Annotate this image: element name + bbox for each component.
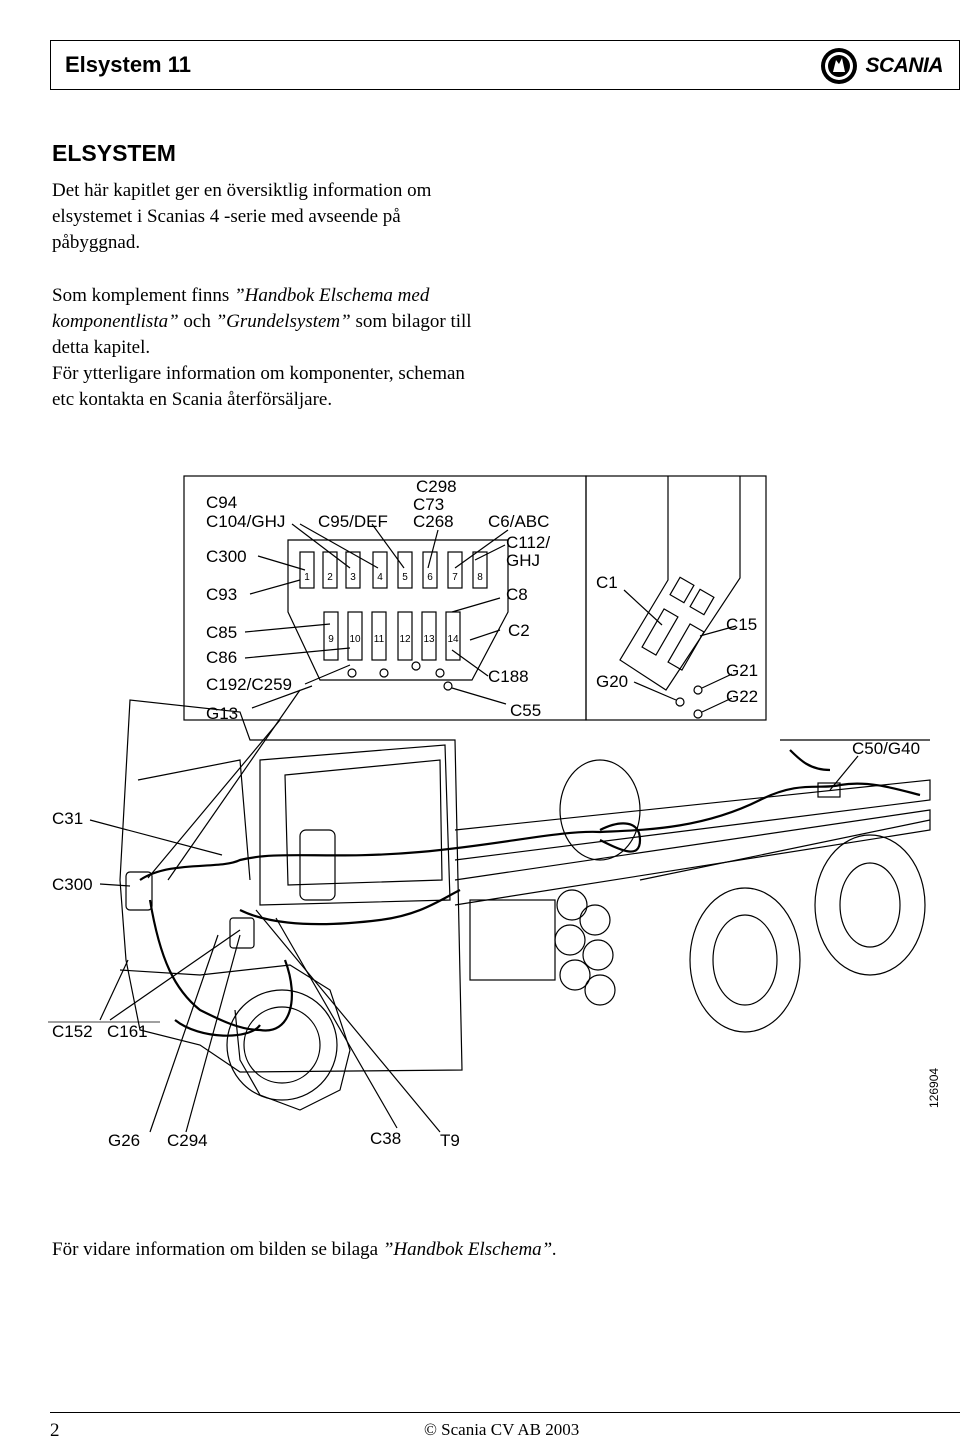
fuse-label: C268	[413, 512, 454, 531]
relay-number: 5	[402, 572, 408, 583]
supplement-prefix: Som komplement finns	[52, 285, 235, 306]
relay-number: 1	[304, 572, 310, 583]
connector-label: T9	[440, 1131, 460, 1150]
relay-number: 2	[327, 572, 333, 583]
truck-labels: C50/G40 C31 C300 C152 C161 G26 C294 C38 …	[52, 739, 920, 1150]
fuse-panel-outline	[287, 539, 509, 681]
relay-number: 10	[349, 634, 361, 645]
connector-label: C38	[370, 1129, 401, 1148]
fuse-label: C94	[206, 493, 237, 512]
truck-chassis	[454, 759, 931, 1033]
scania-wordmark: SCANIA	[865, 54, 943, 77]
relay-number: 8	[477, 572, 483, 583]
supplement-ref-grundelsystem: ”Grundelsystem”	[215, 311, 351, 332]
relay-number: 12	[399, 634, 411, 645]
intro-paragraph: Det här kapitlet ger en översiktlig info…	[52, 180, 432, 253]
fuse-label: C6/ABC	[488, 512, 549, 531]
truck-cab-outline	[119, 699, 463, 1111]
fuse-label: G13	[206, 704, 238, 723]
relay-numbers-bottom: 9 10 11 12 13 14	[328, 634, 459, 645]
connector-label: C152	[52, 1022, 93, 1041]
copyright-notice: © Scania CV AB 2003	[424, 1420, 580, 1439]
caption-prefix: För vidare information om bilden se bila…	[52, 1239, 383, 1260]
fuse-label: C73	[413, 495, 444, 514]
page-header: Elsystem 11 SCANIA	[50, 40, 960, 90]
cab-connection-frame	[585, 475, 767, 721]
fuse-label: C86	[206, 648, 237, 667]
figure-number: 126904	[927, 1068, 941, 1108]
relay-row-bottom	[323, 611, 461, 661]
fuse-label: C95/DEF	[318, 512, 388, 531]
cab-panel	[619, 476, 741, 691]
relay-number: 7	[452, 572, 458, 583]
griffin-emblem-icon	[821, 48, 858, 84]
relay-number: 13	[423, 634, 435, 645]
fuse-leader-lines	[244, 523, 509, 709]
caption-ref: ”Handbok Elschema”.	[382, 1239, 557, 1260]
connector-label: C1	[596, 573, 618, 592]
connector-label: C15	[726, 615, 757, 634]
fuse-connectors	[347, 661, 453, 691]
fuse-label: C300	[206, 547, 247, 566]
connector-label: G22	[726, 687, 758, 706]
relay-number: 6	[427, 572, 433, 583]
fuse-label: C188	[488, 667, 529, 686]
scania-logo: SCANIA	[819, 46, 943, 86]
fuse-label: C112/	[506, 533, 550, 552]
truck-leader-lines	[89, 689, 930, 1133]
connector-label: G26	[108, 1131, 140, 1150]
fuse-label: C2	[508, 621, 530, 640]
relay-numbers-top: 1 2 3 4 5 6 7 8	[304, 572, 483, 583]
central-connector	[229, 917, 255, 949]
relay-number: 3	[350, 572, 356, 583]
page-number: 2	[50, 1420, 60, 1441]
section-heading: ELSYSTEM	[52, 140, 176, 166]
header-title: Elsystem 11	[65, 52, 191, 77]
fuse-label: GHJ	[506, 551, 540, 570]
connector-label: G20	[596, 672, 628, 691]
relay-number: 14	[447, 634, 459, 645]
supplement-ref-handbook: ”Handbok Elschema med komponentlista”	[52, 285, 430, 332]
relay-number: 4	[377, 572, 383, 583]
connector-label: C294	[167, 1131, 208, 1150]
relay-number: 11	[374, 634, 385, 645]
fuse-label: C55	[510, 701, 541, 720]
figure-caption: För vidare information om bilden se bila…	[52, 1237, 572, 1263]
cab-connection-labels: C1 C15 G20 G21 G22	[596, 573, 758, 706]
relay-number: 9	[328, 634, 334, 645]
fuse-label: C93	[206, 585, 237, 604]
fuse-center-labels: C94 C104/GHJ C300 C93 C85 C86 C192/C259 …	[206, 477, 550, 723]
fuse-label: C8	[506, 585, 528, 604]
connector-label: C161	[107, 1022, 148, 1041]
electrical-system-diagram: 1 2 3 4 5 6 7 8 9 10 11 12 13 14 C94 C10…	[48, 475, 941, 1150]
connector-label: C50/G40	[852, 739, 920, 758]
supplement-mid: och	[178, 311, 216, 332]
fuse-label: C104/GHJ	[206, 512, 285, 531]
supplement-paragraph: Som komplement finns ”Handbok Elschema m…	[52, 283, 482, 413]
fuse-label: C85	[206, 623, 237, 642]
connector-label: C300	[52, 875, 93, 894]
contact-text: För ytterligare information om komponent…	[52, 363, 465, 410]
footer-divider	[50, 1412, 960, 1413]
fuse-label: C192/C259	[206, 675, 292, 694]
supplement-suffix: som bilagor till detta kapitel.	[52, 311, 472, 358]
connector-label: G21	[726, 661, 758, 680]
relay-row-top	[299, 551, 488, 589]
connector-label: C31	[52, 809, 83, 828]
fuse-label: C298	[416, 477, 457, 496]
front-connector	[125, 871, 153, 911]
